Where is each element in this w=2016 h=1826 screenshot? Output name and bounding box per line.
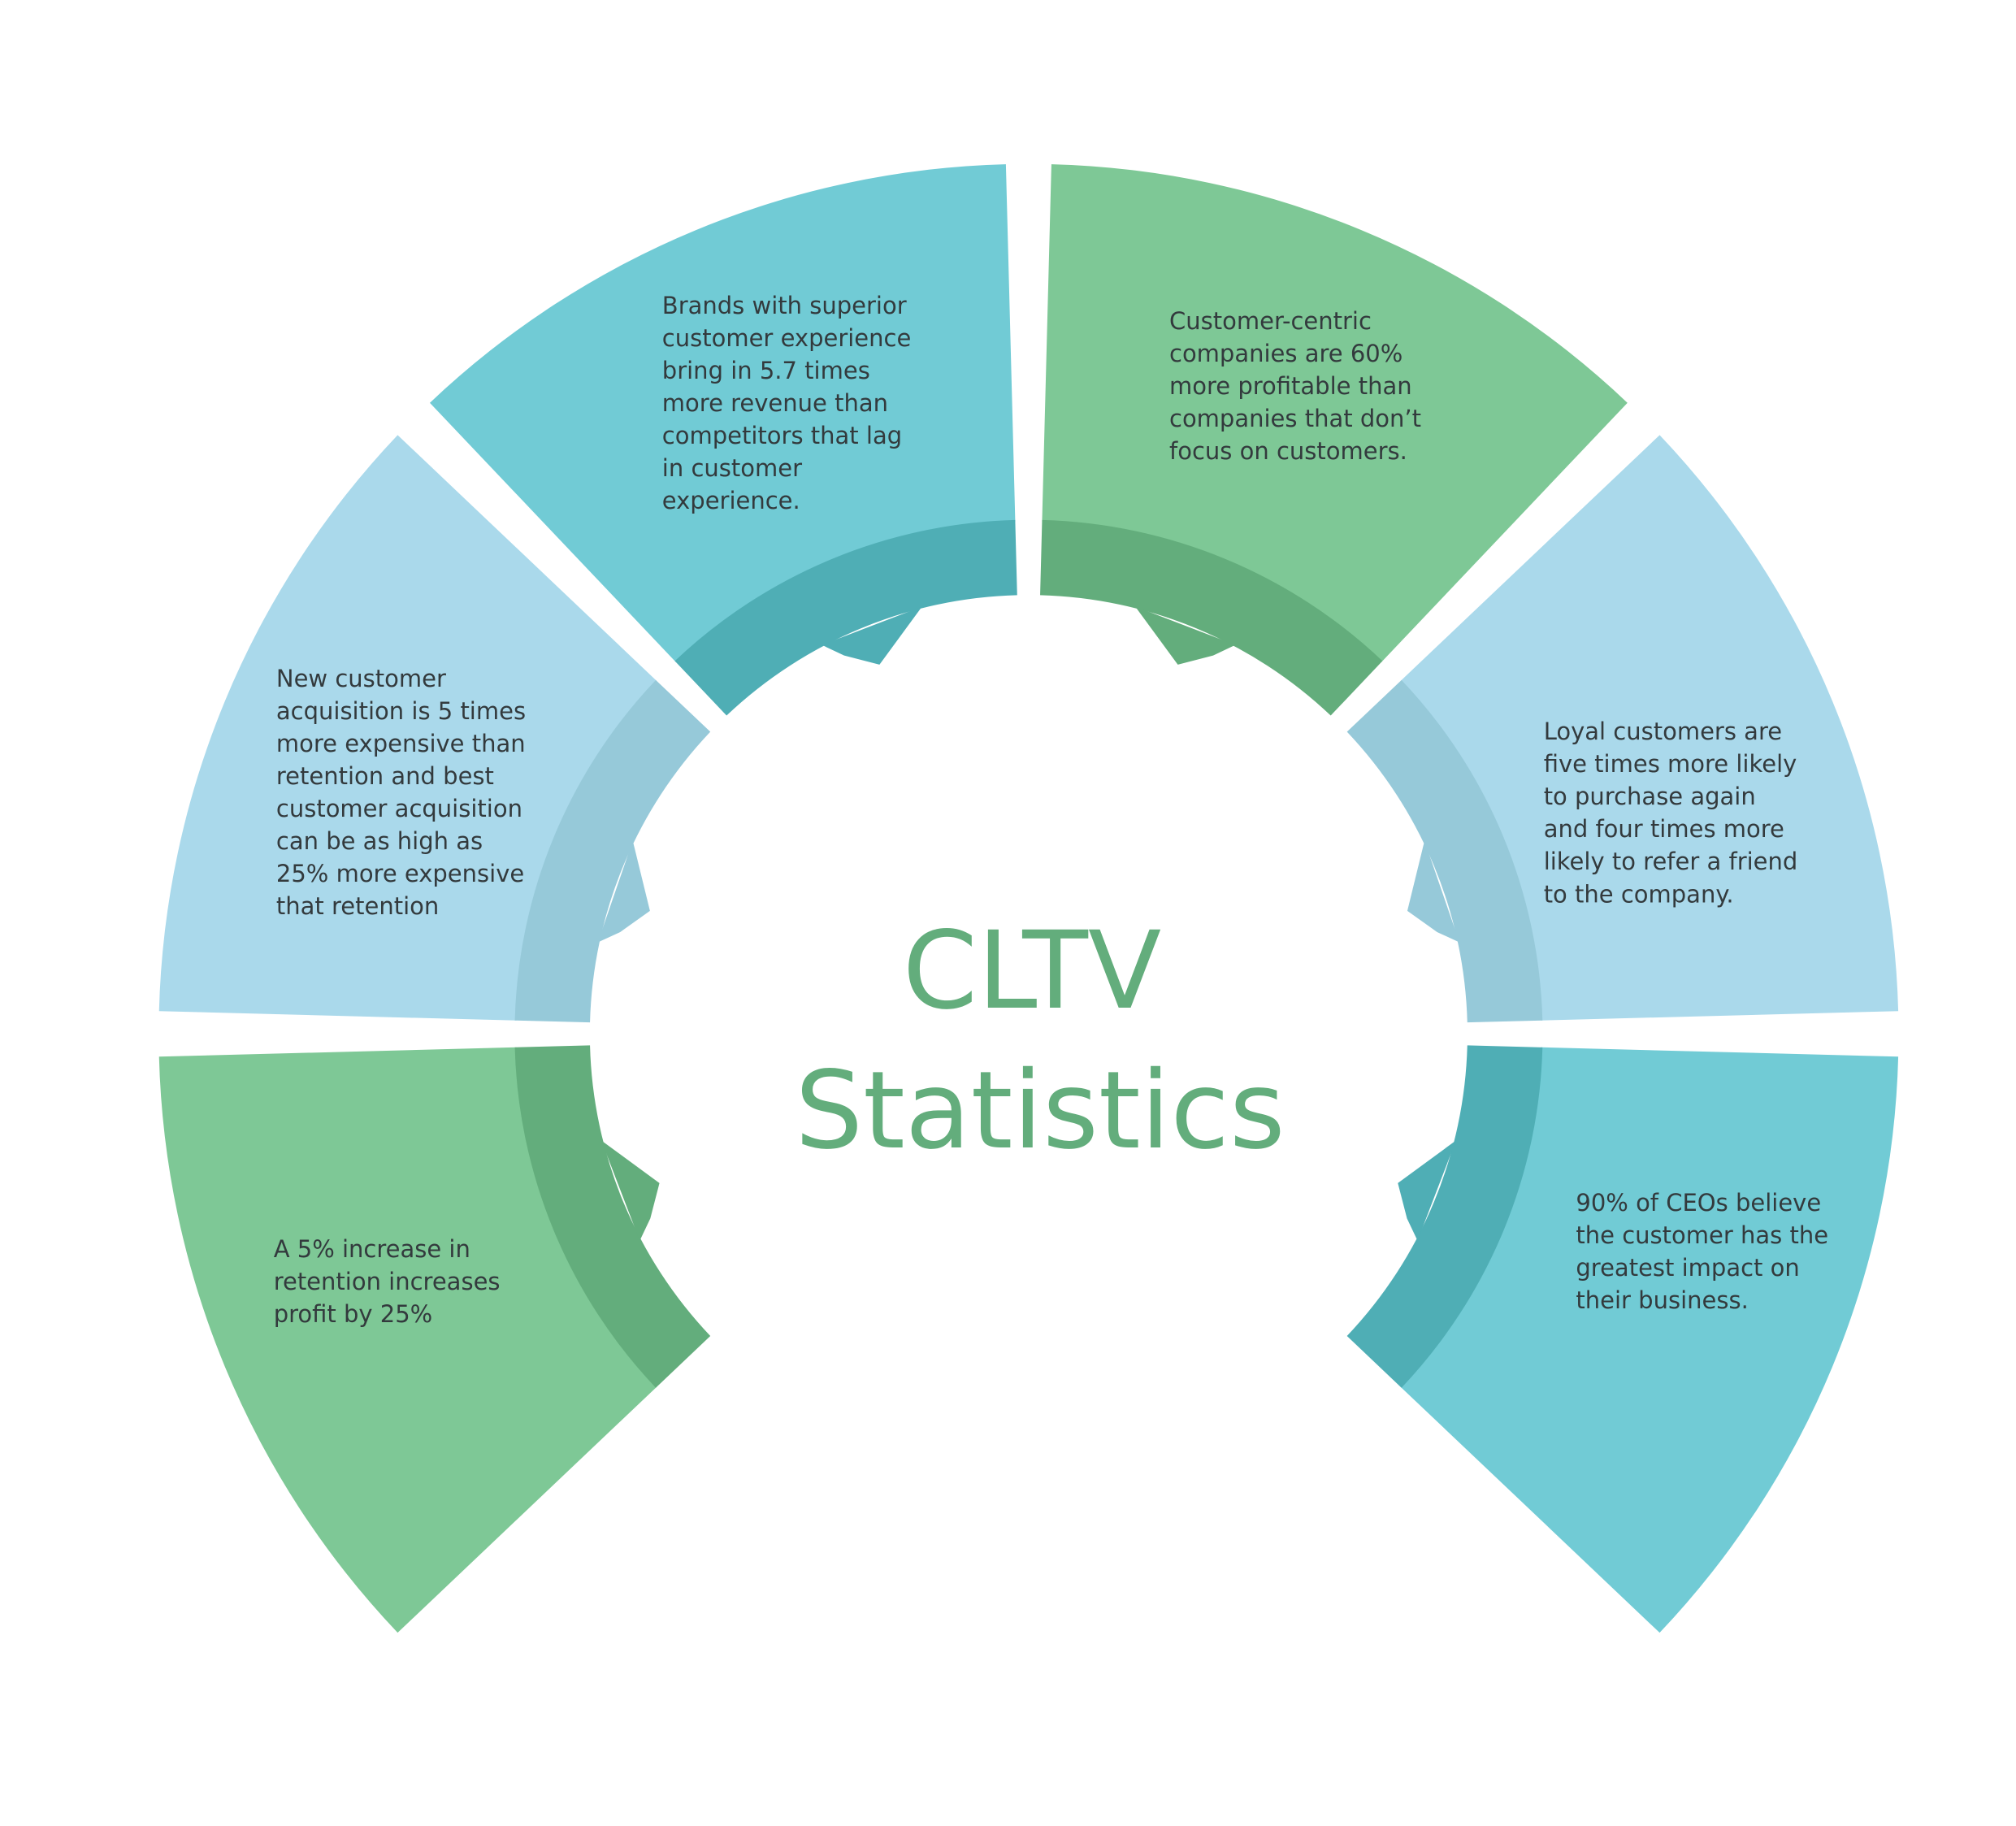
segment-text-line: Brands with superior bbox=[662, 292, 907, 319]
segment-inner-band bbox=[514, 679, 711, 1023]
segment-text-line: more profitable than bbox=[1169, 372, 1412, 400]
segment-text-line: their business. bbox=[1576, 1286, 1748, 1314]
segment-pointer bbox=[600, 1140, 660, 1241]
segment-text-line: customer experience bbox=[662, 324, 912, 352]
segment-pointer bbox=[822, 606, 922, 665]
segment-text-line: companies that don’t bbox=[1169, 405, 1421, 432]
segment-text-lower-left: A 5% increase in retention increases profi… bbox=[274, 1235, 501, 1328]
title-line-2: Statistics bbox=[795, 1048, 1285, 1173]
segment-text-line: 25% more expensive bbox=[276, 860, 524, 887]
segment-text-line: more revenue than bbox=[662, 389, 888, 417]
segment-text-line: to the company. bbox=[1544, 880, 1734, 908]
segment-inner-band bbox=[1040, 519, 1383, 716]
segment-text-line: competitors that lag bbox=[662, 422, 902, 449]
segment-text-line: retention and best bbox=[276, 762, 494, 790]
segment-text-line: five times more likely bbox=[1544, 750, 1797, 778]
segment-inner-band bbox=[1346, 679, 1543, 1023]
segment-text-lower-right: 90% of CEOs believe the customer has the g… bbox=[1576, 1189, 1828, 1314]
segment-text-line: and four times more bbox=[1544, 815, 1784, 843]
segment-pointer bbox=[1407, 840, 1460, 943]
segment-text-layer: Brands with superior customer experience b… bbox=[274, 292, 1828, 1328]
segment-outer-band bbox=[158, 435, 657, 1021]
segment-outer-band bbox=[1400, 1047, 1899, 1633]
segment-text-line: Customer-centric bbox=[1169, 307, 1372, 335]
segment-text-upper-right: Loyal customers are five times more likel… bbox=[1544, 718, 1798, 908]
segment-text-line: acquisition is 5 times bbox=[276, 697, 526, 725]
segment-pointer bbox=[1135, 606, 1236, 665]
segment-outer-band bbox=[1400, 435, 1899, 1021]
segment-text-line: can be as high as bbox=[276, 827, 483, 855]
segment-upper-right bbox=[1346, 435, 1899, 1023]
segment-pointer bbox=[597, 840, 650, 943]
segment-text-line: greatest impact on bbox=[1576, 1254, 1799, 1282]
title-line-1: CLTV bbox=[903, 909, 1161, 1034]
segment-inner-band bbox=[1346, 1045, 1543, 1388]
segment-text-line: profit by 25% bbox=[274, 1300, 433, 1328]
segment-outer-band bbox=[1042, 164, 1628, 662]
segment-text-line: focus on customers. bbox=[1169, 437, 1407, 465]
segment-text-line: the customer has the bbox=[1576, 1221, 1828, 1249]
segment-lower-right bbox=[1346, 1045, 1899, 1633]
segment-text-line: more expensive than bbox=[276, 730, 526, 757]
segments-layer bbox=[158, 164, 1899, 1633]
segment-text-line: that retention bbox=[276, 892, 439, 920]
segment-text-line: New customer bbox=[276, 665, 446, 692]
segment-top-right bbox=[1040, 164, 1628, 716]
segment-text-line: likely to refer a friend bbox=[1544, 848, 1798, 875]
segment-outer-band bbox=[158, 1047, 657, 1633]
segment-text-top-left: Brands with superior customer experience b… bbox=[662, 292, 912, 514]
segment-text-line: customer acquisition bbox=[276, 795, 522, 822]
segment-text-upper-left: New customer acquisition is 5 times more e… bbox=[276, 665, 526, 920]
center-title: CLTV Statistics bbox=[795, 909, 1285, 1173]
segment-text-line: A 5% increase in bbox=[274, 1235, 470, 1263]
segment-text-line: experience. bbox=[662, 487, 800, 514]
segment-text-line: companies are 60% bbox=[1169, 340, 1403, 367]
segment-text-line: Loyal customers are bbox=[1544, 718, 1782, 745]
segment-outer-band bbox=[429, 164, 1016, 662]
segment-text-line: to purchase again bbox=[1544, 783, 1756, 810]
segment-pointer bbox=[1398, 1140, 1456, 1241]
segment-lower-left bbox=[158, 1045, 711, 1633]
segment-text-line: in customer bbox=[662, 454, 802, 482]
segment-text-line: 90% of CEOs believe bbox=[1576, 1189, 1821, 1217]
segment-text-top-right: Customer-centric companies are 60% more pr… bbox=[1169, 307, 1421, 465]
segment-inner-band bbox=[674, 519, 1017, 716]
segment-text-line: bring in 5.7 times bbox=[662, 357, 870, 384]
segment-text-line: retention increases bbox=[274, 1268, 501, 1295]
segment-top-left bbox=[429, 164, 1017, 716]
segment-upper-left bbox=[158, 435, 711, 1023]
segment-inner-band bbox=[514, 1045, 711, 1388]
